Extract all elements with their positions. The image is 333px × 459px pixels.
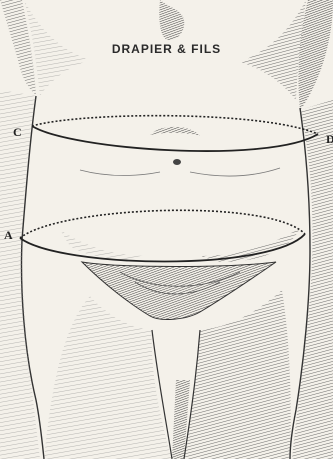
point-label-c: C: [13, 126, 22, 138]
point-label-d: D: [326, 133, 333, 145]
point-label-a: A: [4, 229, 13, 241]
garment: [82, 262, 276, 319]
maker-caption: DRAPIER & FILS: [0, 43, 333, 55]
neck-shadow: [159, 0, 184, 40]
